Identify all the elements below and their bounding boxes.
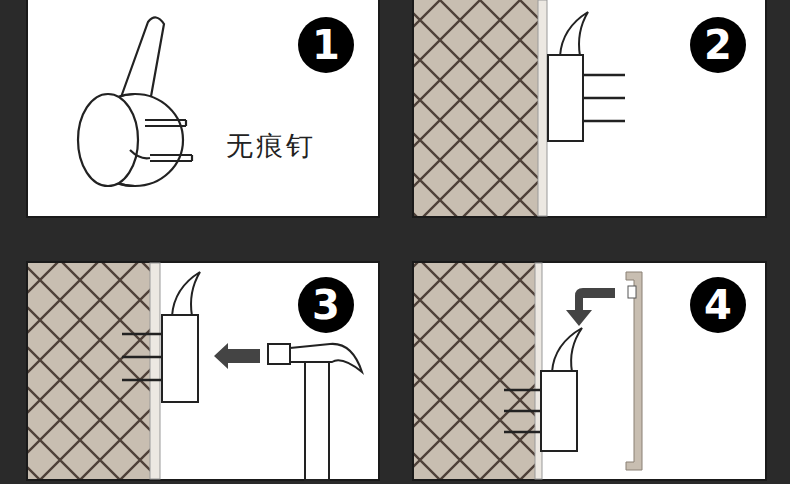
hook-figure — [548, 12, 625, 141]
hammer — [268, 344, 362, 480]
hook-figure — [504, 328, 582, 451]
callout-number: 2 — [704, 25, 732, 65]
callout-number: 1 — [312, 25, 340, 65]
callout-circle: 4 — [690, 277, 746, 333]
arrow — [566, 288, 615, 326]
hook-figure — [122, 272, 200, 402]
arrow — [214, 343, 260, 369]
hook-figure — [78, 17, 192, 186]
callout-number: 4 — [704, 285, 732, 325]
picture-frame — [626, 272, 642, 470]
callout-circle: 2 — [690, 17, 746, 73]
callout-circle: 1 — [298, 17, 354, 73]
callout-circle: 3 — [298, 277, 354, 333]
part-label: 无痕钉 — [226, 128, 316, 164]
callout-number: 3 — [312, 285, 340, 325]
